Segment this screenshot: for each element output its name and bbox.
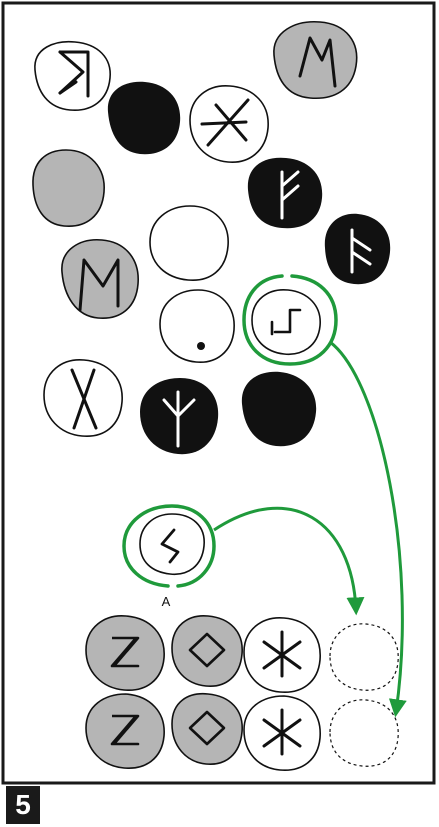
stone-fehu-black[interactable] xyxy=(248,158,322,228)
stone-eihwaz-highlighted[interactable] xyxy=(252,290,320,354)
answer-stone-asterisk[interactable] xyxy=(244,696,320,770)
empty-slot-icon[interactable] xyxy=(330,624,398,690)
target-stone-label: A xyxy=(156,594,176,609)
answer-stone-hourglass[interactable] xyxy=(86,616,164,690)
dot-icon xyxy=(197,342,205,350)
stone-dagaz-outline[interactable] xyxy=(35,42,110,111)
answer-stone-asterisk[interactable] xyxy=(244,618,320,692)
step-number-badge: 5 xyxy=(6,786,40,824)
stone-gebo-white[interactable] xyxy=(44,360,122,436)
stone-blank-black-1[interactable] xyxy=(108,82,180,154)
answer-row-2 xyxy=(86,694,398,770)
answer-stone-diamond[interactable] xyxy=(172,616,242,686)
stone-mannaz-gray-top[interactable] xyxy=(274,22,357,98)
stone-sowilo-a[interactable] xyxy=(140,514,204,574)
stone-blank-white[interactable] xyxy=(150,206,228,280)
stone-mannaz-gray[interactable] xyxy=(62,240,138,318)
arrow-from-target xyxy=(214,508,356,610)
answer-stone-hourglass[interactable] xyxy=(86,694,164,768)
answer-stone-diamond[interactable] xyxy=(172,694,242,764)
stone-dot-white[interactable] xyxy=(160,290,234,362)
arrow-from-highlight xyxy=(330,342,402,712)
stone-ansuz-black[interactable] xyxy=(325,214,390,284)
answer-row-1 xyxy=(86,616,398,692)
stone-blank-black-2[interactable] xyxy=(242,372,316,446)
stone-algiz-black[interactable] xyxy=(140,378,218,454)
stone-blank-gray[interactable] xyxy=(33,150,104,226)
empty-slot-icon[interactable] xyxy=(330,700,398,766)
stone-ingwaz-cross[interactable] xyxy=(190,86,268,162)
